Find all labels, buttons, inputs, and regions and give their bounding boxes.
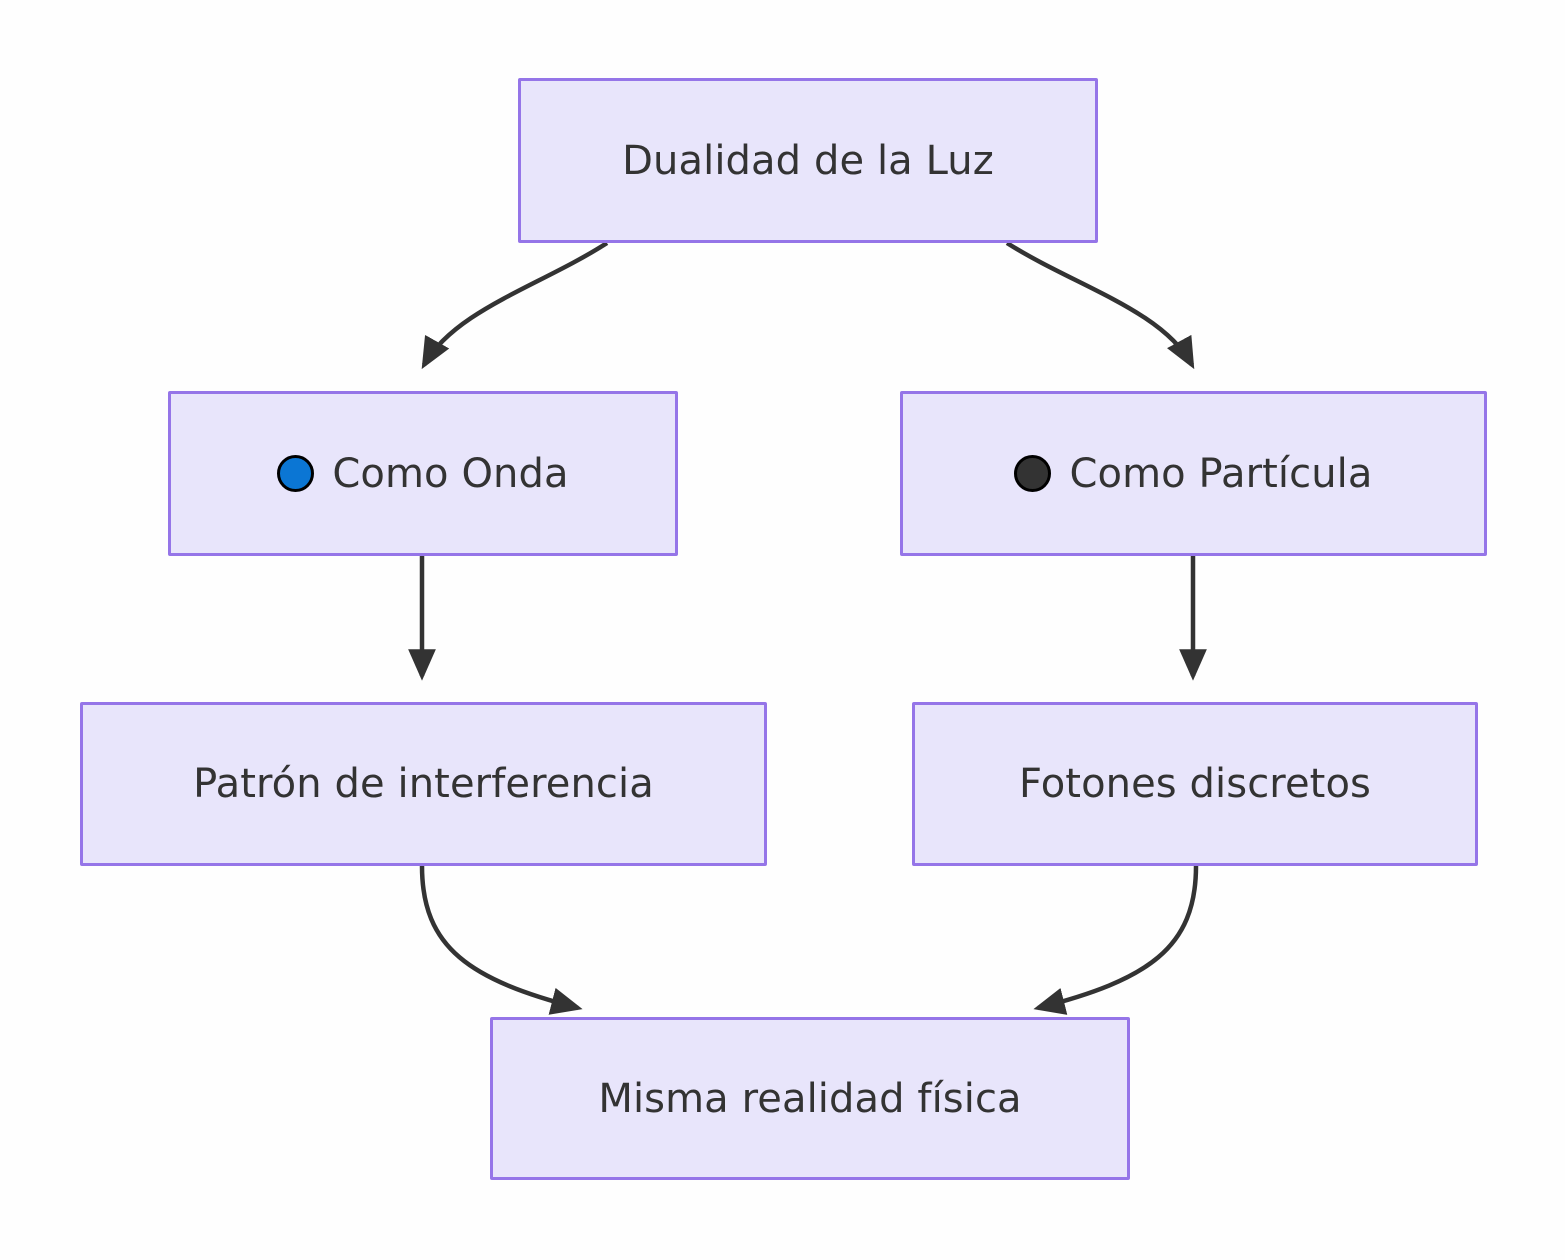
- node-label: Dualidad de la Luz: [622, 137, 994, 184]
- node-content: Como Onda: [277, 450, 568, 498]
- node-label: Patrón de interferencia: [193, 761, 654, 807]
- edge-root-to-wave: [421, 241, 609, 370]
- edge-photons-to-reality: [1033, 865, 1199, 1015]
- node-content: Fotones discretos: [1019, 760, 1371, 808]
- node-misma-realidad-fisica[interactable]: Misma realidad física: [490, 1017, 1130, 1180]
- node-patron-de-interferencia[interactable]: Patrón de interferencia: [80, 702, 767, 866]
- edge-root-to-particle: [1005, 241, 1195, 370]
- node-fotones-discretos[interactable]: Fotones discretos: [912, 702, 1478, 866]
- node-dualidad-de-la-luz[interactable]: Dualidad de la Luz: [518, 78, 1098, 243]
- node-content: Dualidad de la Luz: [622, 137, 994, 185]
- node-content: Patrón de interferencia: [193, 760, 654, 808]
- node-content: Como Partícula: [1014, 450, 1372, 498]
- node-label: Como Onda: [332, 450, 569, 497]
- blue-circle-icon: [277, 455, 315, 492]
- node-content: Misma realidad física: [598, 1075, 1021, 1123]
- node-como-particula[interactable]: Como Partícula: [900, 391, 1487, 556]
- edge-interference-to-reality: [419, 865, 583, 1015]
- node-label: Fotones discretos: [1019, 761, 1371, 807]
- node-label: Como Partícula: [1069, 450, 1373, 497]
- dark-circle-icon: [1014, 455, 1052, 492]
- node-como-onda[interactable]: Como Onda: [168, 391, 678, 556]
- node-label: Misma realidad física: [598, 1075, 1022, 1122]
